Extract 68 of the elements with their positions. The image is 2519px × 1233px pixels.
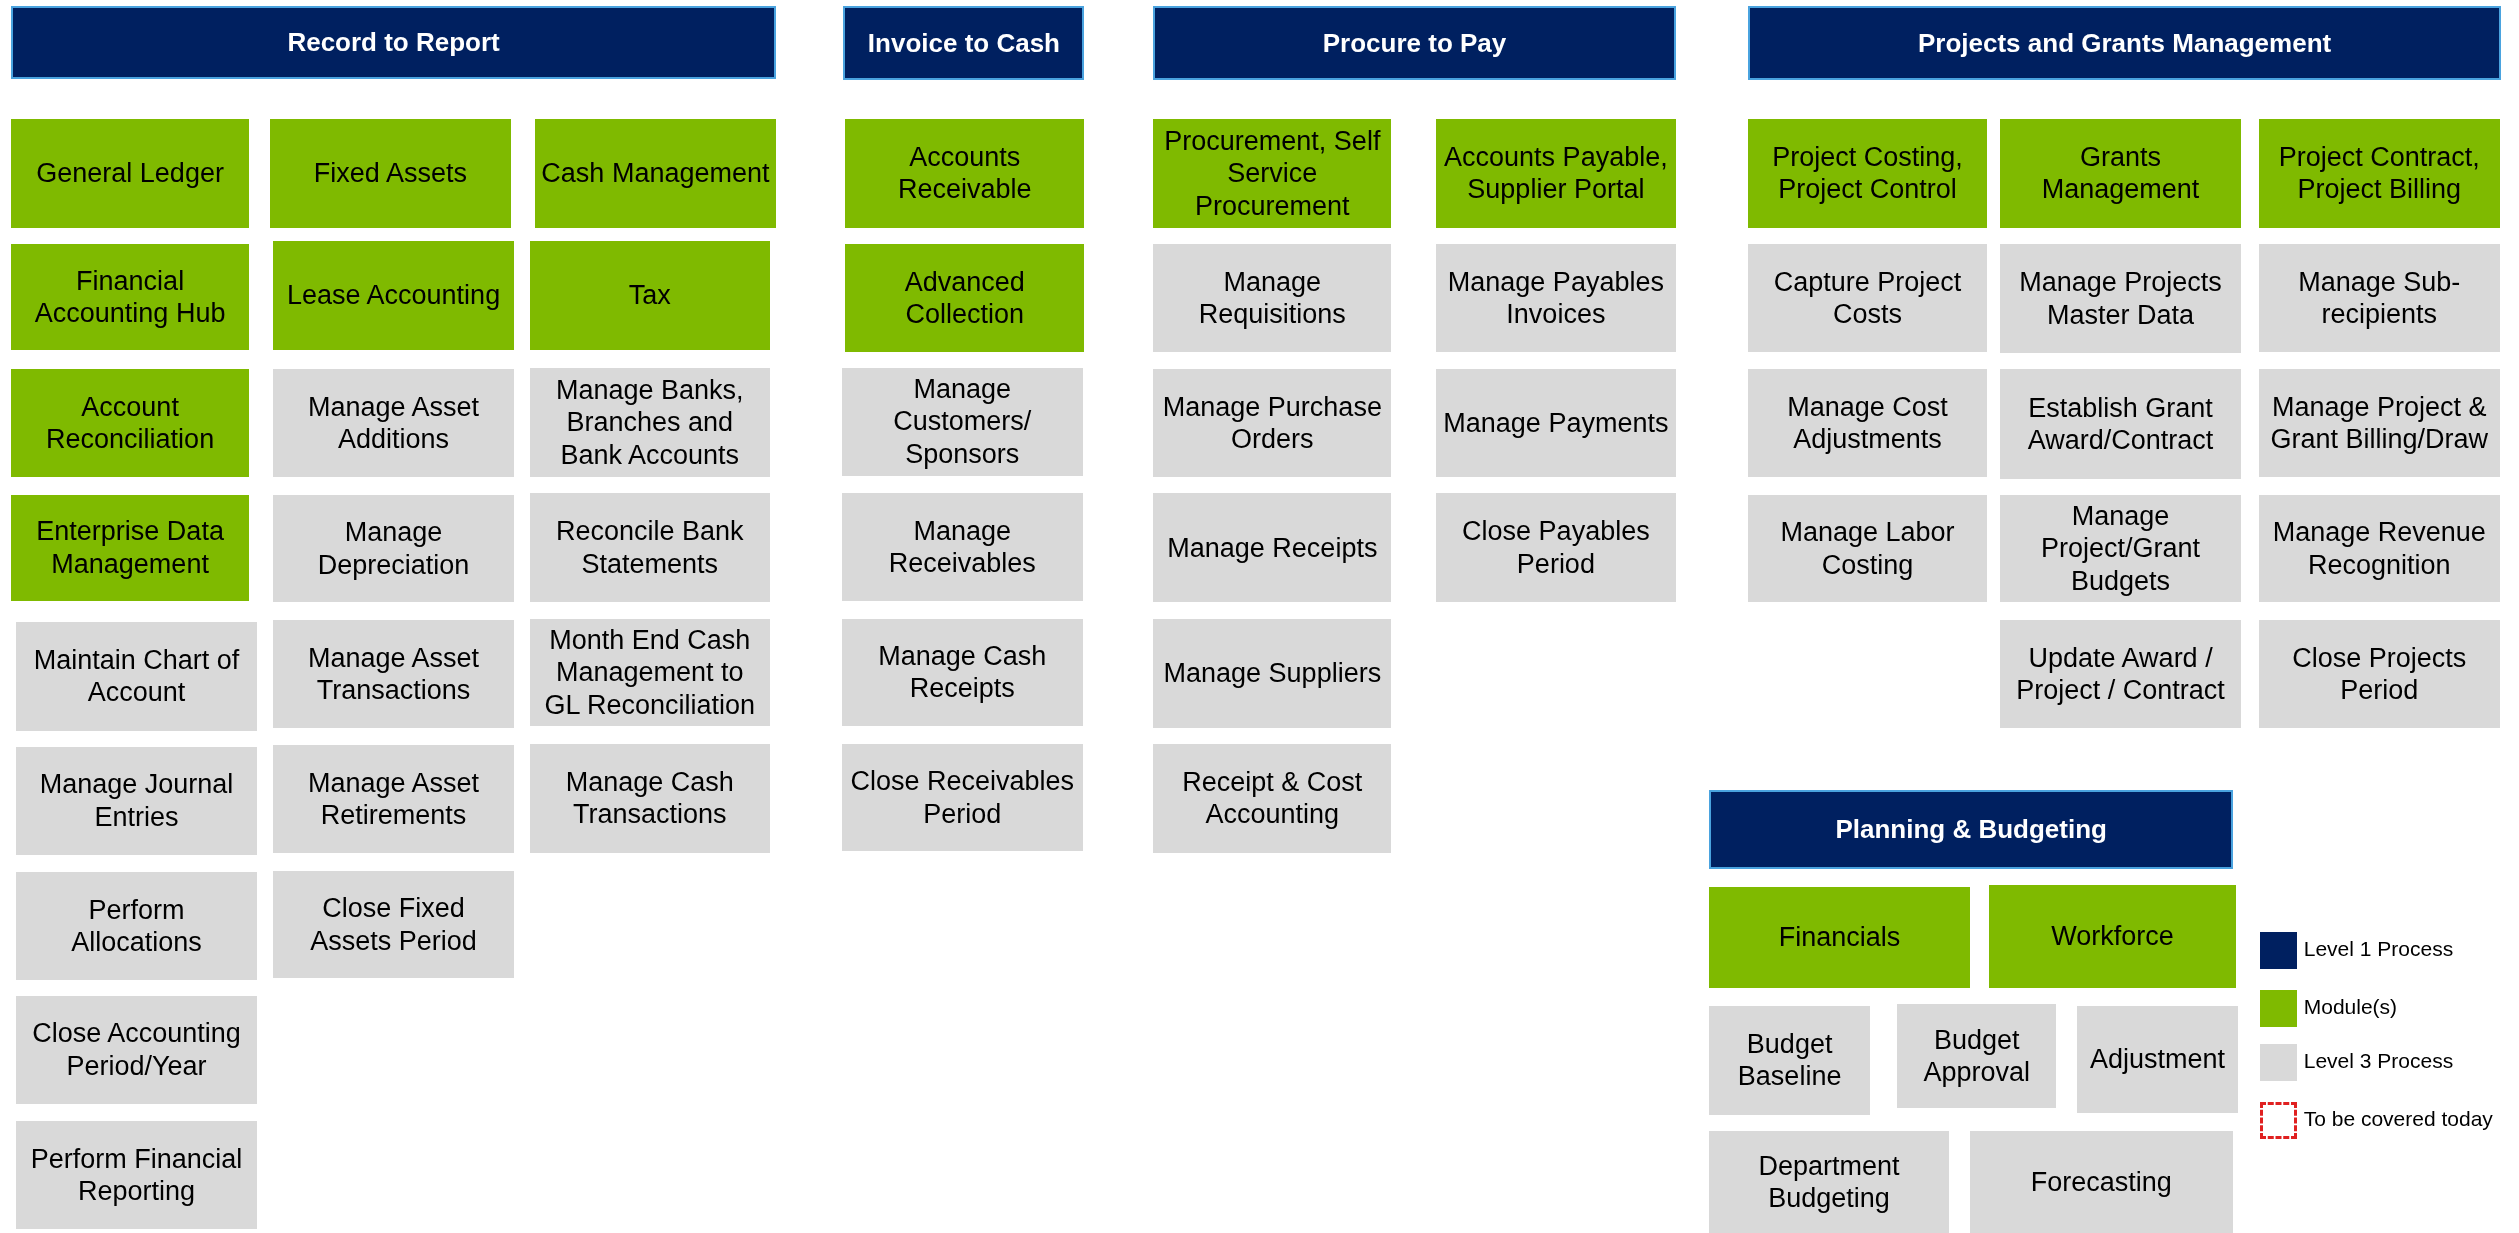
legend-label: Level 1 Process [2303,936,2454,961]
process-box: Manage Journal Entries [16,747,258,855]
process-box: Capture Project Costs [1747,244,1988,352]
module-box: Lease Accounting [273,240,515,351]
section-header: Procure to Pay [1153,6,1676,81]
process-box: Close Fixed Assets Period [273,870,515,979]
process-box: Reconcile Bank Statements [530,493,770,603]
process-box: Manage Banks, Branches and Bank Accounts [530,367,770,478]
module-box: Project Contract, Project Billing [2258,118,2500,229]
process-box: Manage Asset Retirements [273,745,515,854]
module-box: Project Costing, Project Control [1747,118,1988,229]
process-box: Manage Payments [1436,369,1676,478]
process-box: Perform Allocations [16,872,258,980]
process-box: Manage Labor Costing [1747,494,1988,603]
module-box: Financial Accounting Hub [11,244,249,351]
module-box: Tax [530,240,770,351]
process-box: Manage Projects Master Data [2000,244,2242,354]
process-box: Maintain Chart of Account [16,621,258,731]
process-box: Manage Asset Additions [273,369,515,478]
process-box: Update Award / Project / Contract [2000,620,2242,728]
section-header: Invoice to Cash [843,6,1085,81]
process-box: Manage Project & Grant Billing/Draw [2258,369,2500,478]
process-box: Close Accounting Period/Year [16,996,258,1104]
module-box: Grants Management [2000,118,2242,229]
process-box: Adjustment [2077,1005,2238,1114]
process-box: Manage Customers/ Sponsors [841,367,1083,476]
process-box: Close Payables Period [1436,493,1676,603]
process-box: Manage Depreciation [273,494,515,603]
module-box: Account Reconciliation [11,369,249,478]
process-box: Manage Suppliers [1153,618,1392,728]
process-box: Manage Cash Receipts [841,618,1083,727]
process-box: Establish Grant Award/Contract [2000,369,2242,479]
process-box: Budget Baseline [1709,1005,1870,1115]
module-box: Cash Management [534,118,776,229]
process-box: Budget Approval [1897,1004,2057,1109]
process-box: Manage Sub-recipients [2258,244,2500,352]
process-box: Manage Requisitions [1153,244,1392,352]
process-box: Manage Purchase Orders [1153,369,1392,478]
section-header: Projects and Grants Management [1747,6,2502,81]
module-box: General Ledger [11,118,249,229]
module-box: Accounts Payable, Supplier Portal [1436,118,1676,229]
legend-label: Module(s) [2303,994,2398,1019]
module-box: Fixed Assets [269,118,511,229]
process-box: Close Receivables Period [841,743,1083,852]
module-box: Accounts Receivable [845,118,1085,229]
process-box: Manage Project/Grant Budgets [2000,494,2242,603]
module-box: Enterprise Data Management [11,494,249,601]
process-box: Forecasting [1969,1130,2233,1233]
process-box: Manage Receivables [841,493,1083,601]
legend-label: To be covered today [2303,1107,2493,1132]
process-box: Manage Cash Transactions [530,743,770,854]
section-header: Planning & Budgeting [1709,790,2234,870]
section-header: Record to Report [11,6,776,79]
legend-label: Level 3 Process [2303,1049,2454,1074]
module-box: Advanced Collection [845,244,1085,352]
process-box: Receipt & Cost Accounting [1153,743,1392,854]
module-box: Financials [1709,886,1970,988]
process-box: Manage Revenue Recognition [2258,494,2500,603]
module-box: Workforce [1988,885,2237,988]
process-box: Manage Payables Invoices [1436,244,1676,352]
process-box: Close Projects Period [2258,620,2500,728]
process-box: Month End Cash Management to GL Reconciliation [530,618,770,727]
process-box: Manage Cost Adjustments [1747,369,1988,478]
process-box: Perform Financial Reporting [16,1121,258,1229]
module-box: Procurement, Self Service Procurement [1153,118,1392,229]
process-box: Department Budgeting [1709,1130,1949,1233]
process-box: Manage Asset Transactions [273,620,515,728]
process-box: Manage Receipts [1153,493,1392,603]
